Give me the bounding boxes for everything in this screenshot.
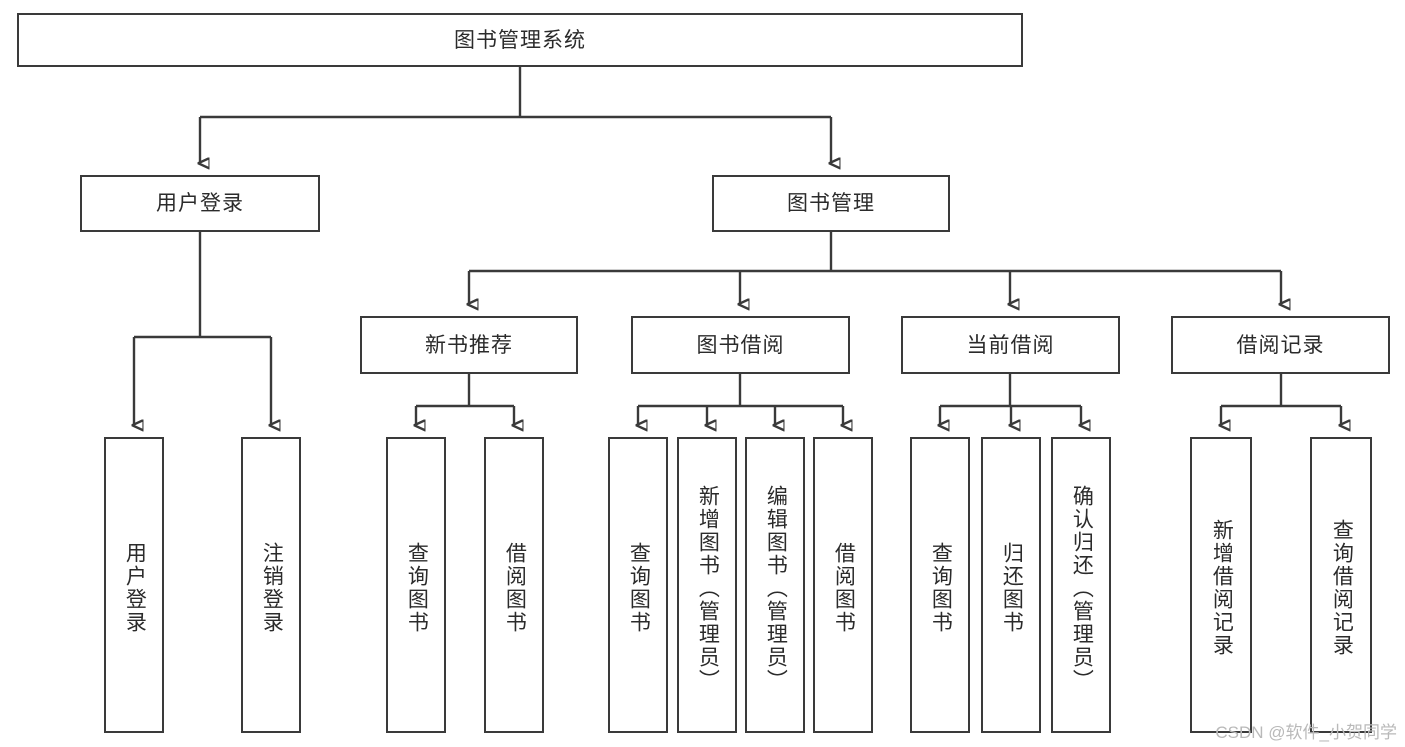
node-leaf-query-book-a-label: 查询图书 bbox=[405, 542, 429, 634]
node-book-manage[interactable]: 图书管理 bbox=[712, 175, 950, 232]
node-root[interactable]: 图书管理系统 bbox=[17, 13, 1023, 67]
node-leaf-query-book-a[interactable]: 查询图书 bbox=[386, 437, 446, 733]
node-root-label: 图书管理系统 bbox=[454, 28, 586, 52]
node-borrow-record[interactable]: 借阅记录 bbox=[1171, 316, 1390, 374]
node-current-borrow[interactable]: 当前借阅 bbox=[901, 316, 1120, 374]
node-leaf-query-book-c[interactable]: 查询图书 bbox=[910, 437, 970, 733]
node-leaf-borrow-book-a[interactable]: 借阅图书 bbox=[484, 437, 544, 733]
node-leaf-edit-book-label: 编辑图书（管理员） bbox=[764, 484, 788, 692]
node-leaf-return-book[interactable]: 归还图书 bbox=[981, 437, 1041, 733]
node-leaf-borrow-book-a-label: 借阅图书 bbox=[503, 542, 527, 634]
node-leaf-add-book[interactable]: 新增图书（管理员） bbox=[677, 437, 737, 733]
node-user-login[interactable]: 用户登录 bbox=[80, 175, 320, 232]
node-leaf-query-book-c-label: 查询图书 bbox=[929, 542, 953, 634]
node-current-borrow-label: 当前借阅 bbox=[966, 333, 1055, 357]
node-leaf-borrow-book-b[interactable]: 借阅图书 bbox=[813, 437, 873, 733]
node-leaf-query-book-b[interactable]: 查询图书 bbox=[608, 437, 668, 733]
node-new-book-rec[interactable]: 新书推荐 bbox=[360, 316, 578, 374]
node-book-borrow[interactable]: 图书借阅 bbox=[631, 316, 850, 374]
node-leaf-add-record-label: 新增借阅记录 bbox=[1210, 519, 1234, 657]
node-leaf-confirm-return[interactable]: 确认归还（管理员） bbox=[1051, 437, 1111, 733]
node-leaf-add-book-label: 新增图书（管理员） bbox=[696, 484, 720, 692]
node-leaf-user-login[interactable]: 用户登录 bbox=[104, 437, 164, 733]
node-leaf-query-record[interactable]: 查询借阅记录 bbox=[1310, 437, 1372, 733]
node-leaf-borrow-book-b-label: 借阅图书 bbox=[832, 542, 856, 634]
node-leaf-user-login-label: 用户登录 bbox=[123, 542, 147, 634]
node-leaf-logout[interactable]: 注销登录 bbox=[241, 437, 301, 733]
node-book-borrow-label: 图书借阅 bbox=[696, 333, 785, 357]
node-leaf-logout-label: 注销登录 bbox=[260, 542, 284, 634]
node-leaf-edit-book[interactable]: 编辑图书（管理员） bbox=[745, 437, 805, 733]
node-leaf-confirm-return-label: 确认归还（管理员） bbox=[1070, 484, 1094, 692]
node-leaf-return-book-label: 归还图书 bbox=[1000, 542, 1024, 634]
node-leaf-query-record-label: 查询借阅记录 bbox=[1330, 519, 1354, 657]
node-book-manage-label: 图书管理 bbox=[787, 192, 875, 215]
node-user-login-label: 用户登录 bbox=[156, 192, 244, 215]
node-leaf-add-record[interactable]: 新增借阅记录 bbox=[1190, 437, 1252, 733]
node-leaf-query-book-b-label: 查询图书 bbox=[627, 542, 651, 634]
node-new-book-rec-label: 新书推荐 bbox=[425, 333, 513, 357]
node-borrow-record-label: 借阅记录 bbox=[1236, 333, 1325, 357]
